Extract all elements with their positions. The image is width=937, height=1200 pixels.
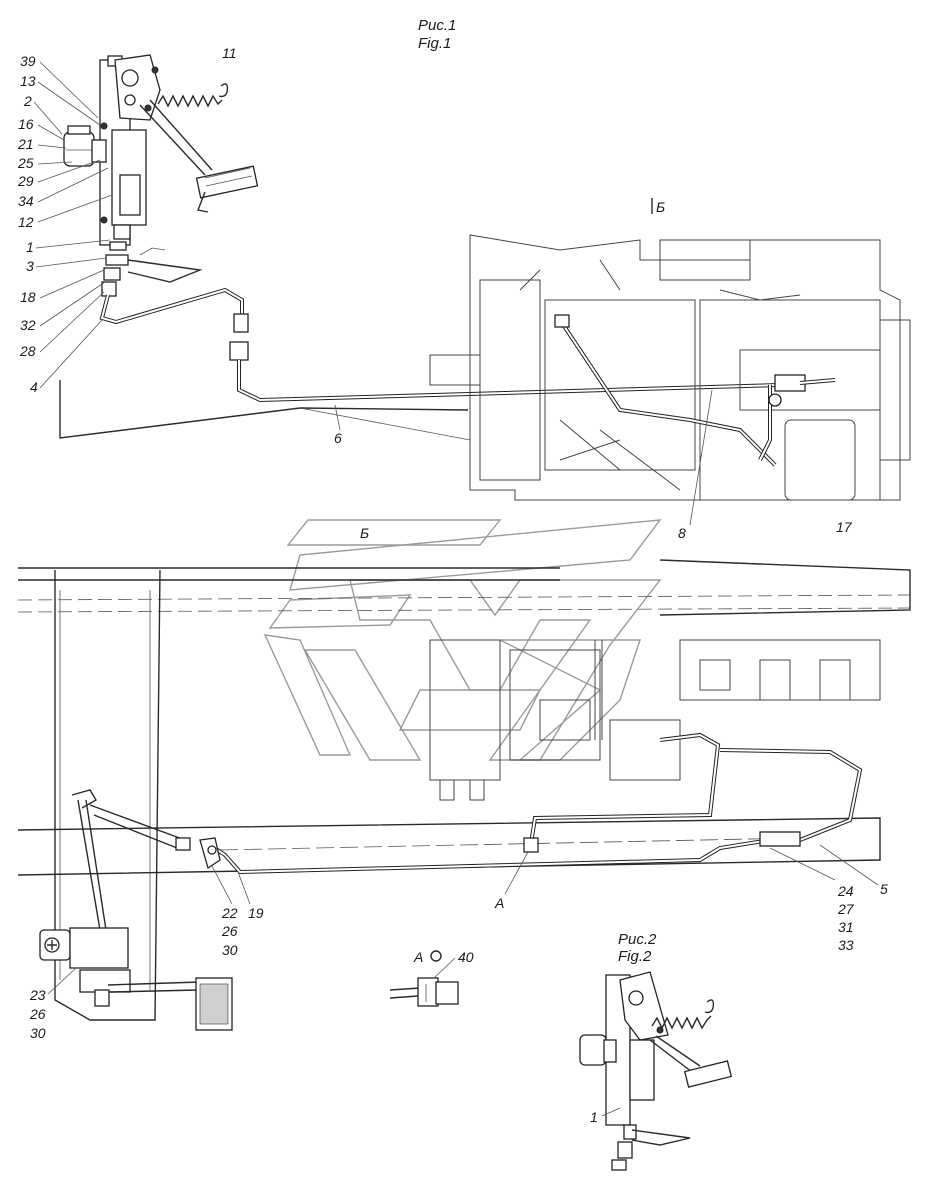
fig1-callouts: 39 13 2 16 21 25 29 34 12 1 3 18 32 28 4…	[17, 45, 237, 395]
label-34: 34	[18, 193, 34, 209]
detail-a-label: A	[413, 949, 423, 965]
label-a: A	[494, 895, 504, 911]
fig1-title-ru: Рис.1	[418, 17, 456, 34]
view-label-b: Б	[360, 525, 369, 541]
brake-pipe-upper: 6	[59, 287, 781, 446]
label-13: 13	[20, 73, 36, 89]
label-28: 28	[19, 343, 36, 359]
label-6: 6	[334, 430, 342, 446]
label-18: 18	[20, 289, 36, 305]
label-25: 25	[17, 155, 34, 171]
label-12: 12	[18, 214, 34, 230]
watermark-logo: Б	[263, 519, 662, 761]
label-17: 17	[836, 519, 853, 535]
label-2: 2	[23, 93, 32, 109]
label-4: 4	[30, 379, 38, 395]
label-19: 19	[248, 905, 264, 921]
label-33: 33	[838, 937, 854, 953]
fig1-title-en: Fig.1	[418, 35, 451, 52]
label-3: 3	[26, 258, 34, 274]
label-16: 16	[18, 116, 34, 132]
label-27: 27	[837, 901, 855, 917]
label-21: 21	[17, 136, 34, 152]
pedal-assembly-lower: 22 19 26 30 23 26 30	[29, 789, 264, 1041]
label-31: 31	[838, 919, 854, 935]
label-30-lower: 30	[30, 1025, 46, 1041]
label-5: 5	[880, 881, 888, 897]
label-1: 1	[26, 239, 34, 255]
label-39: 39	[20, 53, 36, 69]
label-30-upper: 30	[222, 942, 238, 958]
label-26-upper: 26	[221, 923, 238, 939]
pedal-assembly-fig2: 1	[579, 971, 733, 1171]
label-23: 23	[29, 987, 46, 1003]
label-22: 22	[221, 905, 238, 921]
label-11: 11	[222, 45, 237, 61]
label-8: 8	[678, 525, 686, 541]
detail-a: A 40	[389, 949, 474, 1007]
fig2-title-ru: Рис.2	[618, 931, 657, 948]
label-26-lower: 26	[29, 1006, 46, 1022]
label-40: 40	[458, 949, 474, 965]
pedal-assembly-fig1	[63, 54, 259, 297]
label-29: 29	[17, 173, 34, 189]
brake-pipe-lower: A 5 24 27 31 33	[208, 732, 888, 953]
engine-block: Б 17 8	[429, 198, 911, 541]
view-label-b-top: Б	[656, 199, 665, 215]
fig2-title-en: Fig.2	[618, 948, 652, 965]
label-24: 24	[837, 883, 854, 899]
fig2-label-1: 1	[590, 1109, 598, 1125]
label-32: 32	[20, 317, 36, 333]
